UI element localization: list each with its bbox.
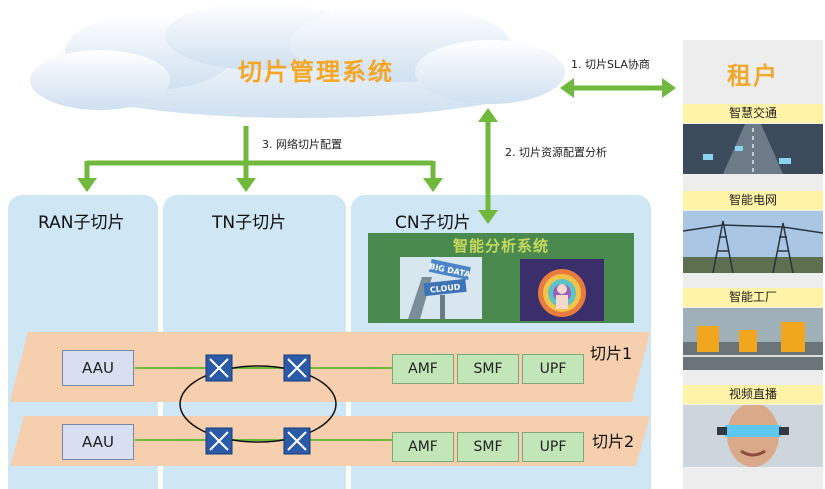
tenant-panel: 租户 智慧交通 智能电网 智能工厂	[683, 40, 823, 489]
tenant-title: 租户	[727, 62, 779, 90]
video-live-photo-icon	[683, 405, 823, 467]
smf-box-slice1: SMF	[457, 354, 519, 384]
tenant-label-traffic: 智慧交通	[683, 104, 823, 123]
big-data-cloud-icon: BIG DATA CLOUD	[400, 257, 482, 319]
cn-title: CN子切片	[395, 213, 471, 233]
power-grid-photo-icon	[683, 211, 823, 273]
tenant-label-grid: 智能电网	[683, 191, 823, 210]
management-title: 切片管理系统	[238, 58, 394, 86]
tn-title: TN子切片	[212, 213, 287, 233]
router-icon	[283, 427, 311, 455]
router-icon	[283, 354, 311, 382]
ran-title: RAN子切片	[38, 213, 125, 233]
tenant-label-video: 视频直播	[683, 385, 823, 404]
sla-arrow-label: 1. 切片SLA协商	[571, 58, 650, 71]
upf-box-slice1: UPF	[522, 354, 584, 384]
ai-brain-icon	[520, 259, 604, 321]
aau-box-slice2: AAU	[62, 424, 134, 460]
router-icon	[205, 427, 233, 455]
network-config-arrow	[84, 126, 436, 180]
cloud-sign: CLOUD	[429, 282, 461, 294]
smf-box-slice2: SMF	[457, 432, 519, 462]
slice1-label: 切片1	[590, 344, 633, 363]
management-cloud	[30, 2, 565, 118]
transport-ring	[179, 365, 337, 443]
resource-arrow-label: 2. 切片资源配置分析	[505, 146, 607, 159]
amf-box-slice2: AMF	[392, 432, 454, 462]
analytics-system-box: 智能分析系统 BIG DATA CLOUD	[368, 233, 634, 323]
network-arrow-label: 3. 网络切片配置	[262, 138, 342, 151]
slice2-label: 切片2	[592, 432, 635, 451]
analytics-title: 智能分析系统	[452, 237, 549, 255]
tenant-label-factory: 智能工厂	[683, 288, 823, 307]
amf-box-slice1: AMF	[392, 354, 454, 384]
traffic-photo-icon	[683, 124, 823, 174]
factory-photo-icon	[683, 308, 823, 370]
upf-box-slice2: UPF	[522, 432, 584, 462]
aau-box-slice1: AAU	[62, 350, 134, 386]
router-icon	[205, 354, 233, 382]
